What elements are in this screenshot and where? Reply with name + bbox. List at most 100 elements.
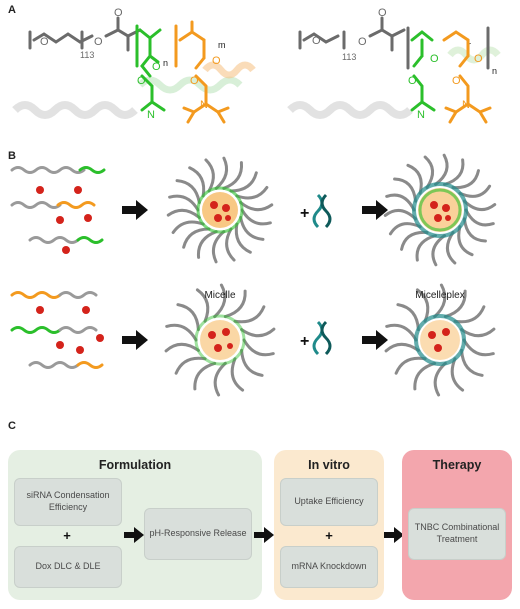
arrow-icon — [122, 330, 148, 350]
polymer-chain — [174, 356, 207, 375]
polymer-chain — [222, 161, 244, 190]
polymer-chain — [433, 153, 449, 186]
polymer-chain — [423, 155, 435, 189]
plus-symbol-invitro: + — [325, 528, 333, 543]
polymer-chain — [462, 199, 497, 211]
micelle-label: Micelle — [204, 290, 236, 301]
green-n-left: N — [147, 109, 155, 121]
polymer-chain — [240, 208, 272, 226]
peg-o-right-2: O — [358, 36, 367, 48]
dox-molecules-row1 — [36, 186, 92, 254]
polymer-chain — [223, 289, 247, 319]
faint-helix-gray-right — [287, 101, 413, 119]
faint-helix-orange-left — [202, 61, 256, 79]
peg-o-left-2: O — [94, 36, 103, 48]
panel-label-c: C — [8, 420, 16, 432]
arrow-icon — [254, 527, 274, 543]
orange-block-left — [174, 20, 230, 124]
polymer-chain — [460, 348, 484, 377]
peg-block-right — [298, 16, 490, 70]
polymer-chain — [171, 220, 205, 235]
panel-a-structures: O O O 113 O O N n O O N m — [12, 7, 501, 124]
arrow-icon — [362, 330, 388, 350]
orange-o-left-1: O — [212, 55, 221, 67]
polymer-chain — [182, 227, 211, 249]
micelle-graphic-row2 — [164, 283, 276, 397]
polymer-chain — [195, 288, 210, 323]
polymer-chain — [433, 361, 447, 397]
polymer-chain — [443, 289, 467, 319]
polymer-chain — [239, 216, 265, 241]
green-block-left — [135, 24, 166, 112]
peg-o-left-1: O — [40, 36, 49, 48]
dox-dlc-item: Dox DLC & DLE — [14, 546, 122, 588]
ph-release-item: pH-Responsive Release — [144, 508, 252, 560]
polymer-chain — [166, 208, 201, 220]
sirna-icon-row2 — [312, 320, 332, 356]
sirna-icon-row1 — [312, 193, 332, 229]
green-block-right — [410, 30, 436, 112]
arrow-icon — [122, 200, 148, 220]
green-o-right-2: O — [408, 75, 417, 87]
panel-b-assembly: + + — [10, 153, 497, 397]
invitro-title: In vitro — [308, 458, 350, 472]
green-o-right-1: O — [430, 53, 439, 65]
polymer-chain — [193, 361, 217, 391]
block-copolymer-chains-row2 — [10, 291, 104, 369]
panel-label-a: A — [8, 4, 16, 16]
polymer-chain — [234, 222, 252, 254]
polymer-chain — [233, 305, 266, 324]
polymer-chain — [204, 158, 215, 193]
faint-helix-green-left — [137, 76, 243, 94]
polymer-chain — [213, 283, 227, 319]
green-o-left-2: O — [137, 75, 146, 87]
polymer-chain — [396, 303, 420, 332]
polymer-chain — [431, 234, 447, 267]
faint-helix-gray-left — [12, 101, 138, 119]
peg-o-right-1: O — [312, 35, 321, 47]
polymer-chain — [445, 231, 457, 265]
sub-n-right: n — [492, 66, 497, 76]
micelle-graphic — [166, 156, 274, 264]
tnbc-treatment-item: TNBC Combinational Treatment — [408, 508, 506, 560]
orange-o-right-1: O — [474, 53, 483, 65]
arrow-icon — [124, 527, 144, 543]
peg-repeat-left: 113 — [80, 50, 94, 60]
polymer-chain — [225, 227, 236, 262]
orange-n-left: N — [200, 99, 208, 111]
polymer-chain — [450, 357, 465, 392]
peg-o-left-3: O — [114, 7, 123, 19]
polymer-chain — [415, 288, 430, 323]
polymer-chain — [230, 357, 245, 392]
uptake-item: Uptake Efficiency — [280, 478, 378, 526]
polymer-chain — [385, 193, 416, 212]
polymer-chain — [433, 283, 447, 319]
plus-symbol-row1: + — [300, 205, 309, 222]
polymer-chain — [229, 171, 258, 193]
polymer-chain — [457, 225, 474, 257]
panel-label-b: B — [8, 150, 16, 162]
orange-o-right-2: O — [452, 75, 461, 87]
polymer-chain — [176, 303, 200, 332]
green-o-left-1: O — [152, 61, 161, 73]
sub-m-left: m — [218, 40, 226, 50]
polymer-chain — [240, 327, 276, 338]
peg-block-left — [28, 16, 142, 52]
micelleplex-graphic-row2 — [384, 283, 496, 397]
plus-symbol-row2: + — [300, 333, 309, 350]
polymer-chain — [196, 230, 218, 259]
polymer-chain — [383, 209, 418, 221]
block-copolymer-chains-row1 — [10, 166, 106, 244]
polymer-chain — [242, 338, 275, 357]
orange-n-right: N — [462, 99, 470, 111]
polymer-chain — [165, 323, 198, 342]
micelleplex-label: Micelleplex — [415, 290, 465, 301]
mrna-knockdown-item: mRNA Knockdown — [280, 546, 378, 588]
peg-o-right-3: O — [378, 7, 387, 19]
polymer-chain — [168, 194, 200, 212]
plus-symbol-formulation: + — [63, 528, 71, 543]
therapy-title: Therapy — [432, 458, 482, 472]
polymer-chain — [460, 327, 496, 338]
polymer-chain — [164, 342, 200, 353]
polymer-chain — [413, 361, 437, 391]
